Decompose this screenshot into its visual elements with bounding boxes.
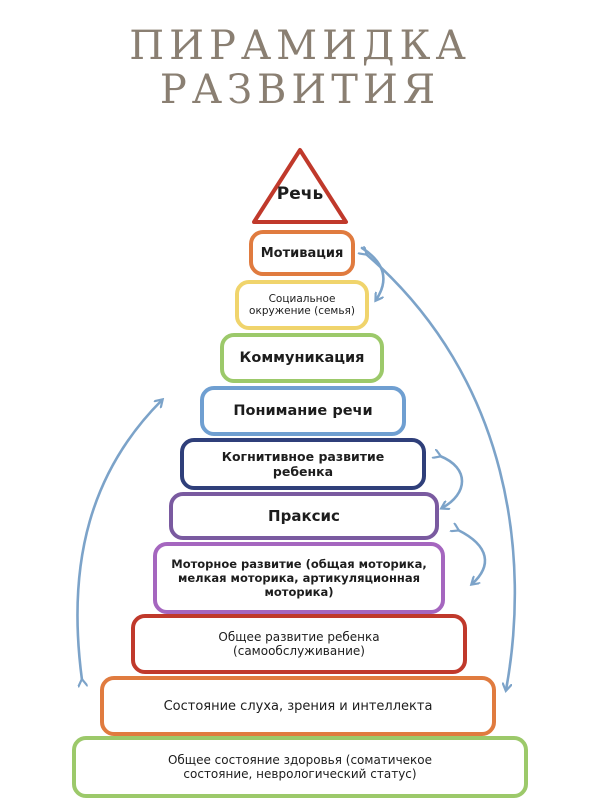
level-label: Когнитивное развитие ребенка [221,449,385,479]
level-communication: Коммуникация [220,333,384,383]
level-label: Моторное развитие (общая моторика, мелка… [171,557,427,599]
level-general-development: Общее развитие ребенка (самообслуживание… [131,614,467,674]
level-label: Понимание речи [233,403,373,419]
level-speech-understanding: Понимание речи [200,386,406,436]
level-cognitive-development: Когнитивное развитие ребенка [180,438,426,490]
level-label: Коммуникация [239,350,365,366]
level-label: Состояние слуха, зрения и интеллекта [163,698,433,714]
arrow-cognitive-praxis [440,456,464,508]
level-label: Мотивация [260,245,344,261]
level-speech-label: Речь [276,184,324,204]
level-social-environment: Социальное окружение (семья) [235,280,369,330]
level-label: Социальное окружение (семья) [249,293,355,317]
level-label: Общее развитие ребенка (самообслуживание… [218,630,380,658]
level-praxis: Праксис [169,492,439,540]
level-motivation: Мотивация [249,230,355,276]
level-general-health: Общее состояние здоровья (соматичекое со… [72,736,528,798]
arrow-praxis-motor [458,530,487,584]
page-title-line-2: РАЗВИТИЯ [159,67,441,113]
level-motor-development: Моторное развитие (общая моторика, мелка… [153,542,445,614]
page-title-line-1: ПИРАМИДКА [129,23,471,69]
level-hearing-vision-intellect: Состояние слуха, зрения и интеллекта [100,676,496,736]
level-label: Праксис [268,507,340,525]
level-label: Общее состояние здоровья (соматичекое со… [167,753,433,781]
